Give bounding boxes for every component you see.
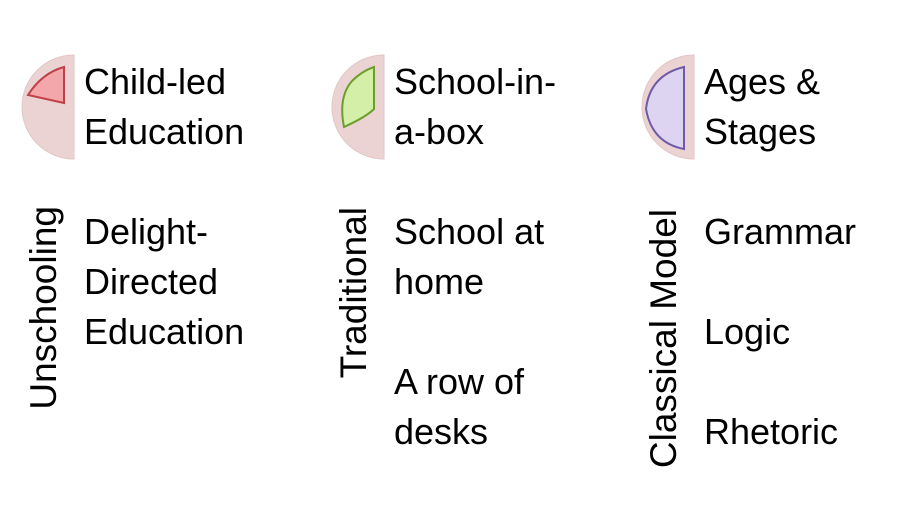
half-disc-icon [322,53,386,161]
item-list: Child-led Education Delight-Directed Edu… [84,57,304,357]
item-list: School-in-a-box School at home A row of … [394,57,614,457]
list-item: Logic [704,311,791,352]
column-label-text: Classical Model [642,208,684,468]
list-item: A row of desks [394,361,525,452]
item-list: Ages & Stages Grammar Logic Rhetoric [704,57,912,457]
column-label-text: Unschooling [22,206,64,410]
column-label: Unschooling [12,168,74,410]
list-item: Delight-Directed Education [84,211,245,352]
half-disc-icon [632,53,696,161]
column-traditional: Traditional School-in-a-box School at ho… [310,0,620,525]
list-item: Child-led Education [84,61,245,152]
column-classical-model: Classical Model Ages & Stages Grammar Lo… [620,0,912,525]
small-wedge-icon [21,54,75,160]
column-label: Classical Model [632,168,694,468]
list-item: School-in-a-box [394,61,557,152]
column-label: Traditional [322,168,384,378]
list-item: Grammar [704,211,856,252]
list-item: Ages & Stages [704,61,821,152]
half-disc-icon [12,53,76,161]
list-item: Rhetoric [704,411,839,452]
half-disc-filled-icon [641,54,695,160]
column-unschooling: Unschooling Child-led Education Delight-… [0,0,310,525]
column-label-text: Traditional [332,206,374,378]
list-item: School at home [394,211,545,302]
medium-wedge-icon [331,54,385,160]
